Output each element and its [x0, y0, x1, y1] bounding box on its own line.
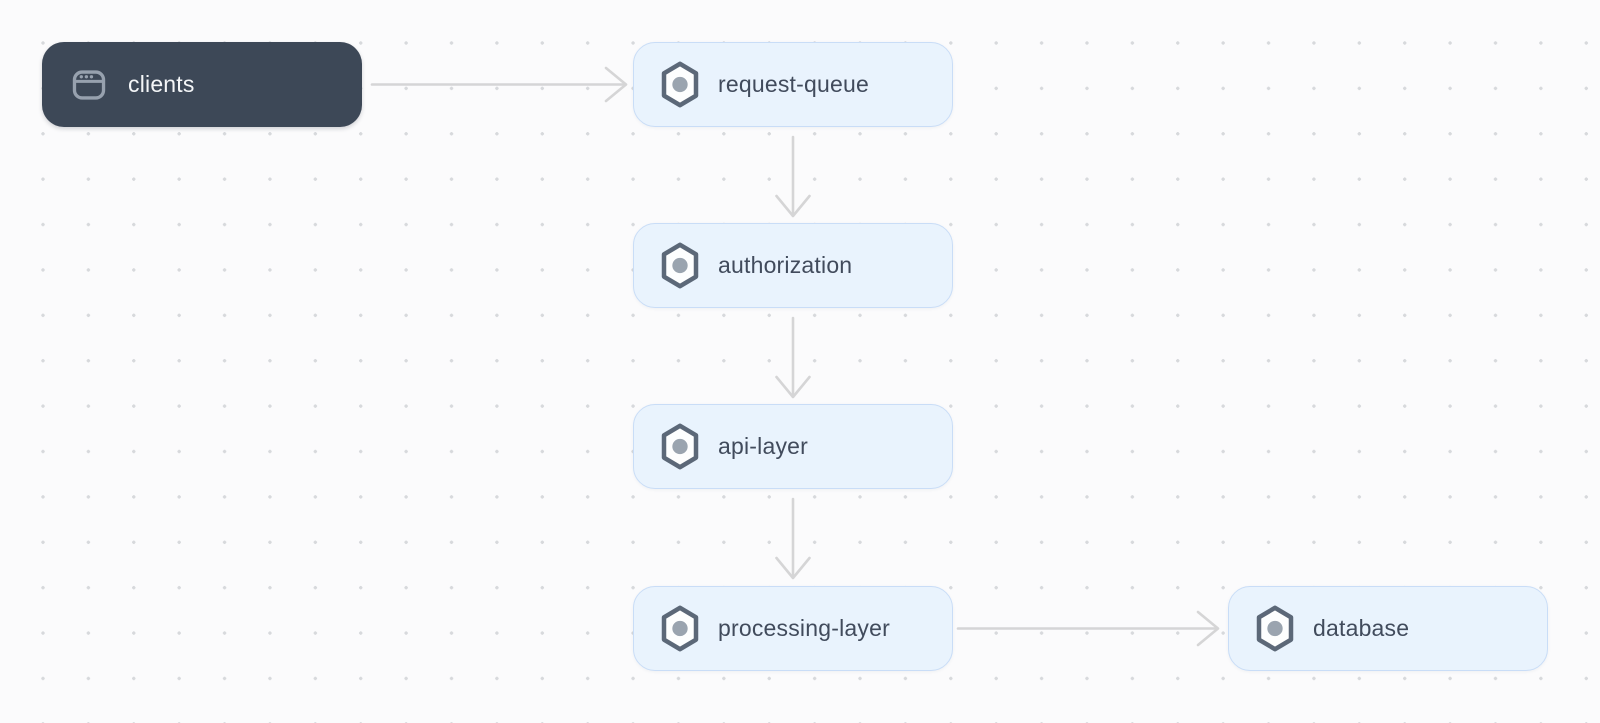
node-label: processing-layer: [718, 615, 890, 641]
hexagon-node-icon: [660, 242, 700, 289]
edge-authorization-to-api-layer: [775, 316, 811, 399]
hexagon-node-icon: [660, 61, 700, 108]
node-authorization[interactable]: authorization: [633, 223, 953, 308]
node-label: authorization: [718, 252, 853, 278]
node-label: request-queue: [718, 71, 869, 97]
edge-clients-to-request-queue: [370, 66, 628, 103]
node-label: api-layer: [718, 433, 809, 459]
browser-window-icon: [68, 64, 110, 106]
hexagon-node-icon: [660, 605, 700, 652]
edge-processing-layer-to-database: [956, 610, 1220, 647]
node-label: database: [1313, 615, 1410, 641]
edge-request-queue-to-authorization: [775, 135, 811, 218]
node-request-queue[interactable]: request-queue: [633, 42, 953, 127]
node-label: clients: [128, 71, 195, 97]
node-processing-layer[interactable]: processing-layer: [633, 586, 953, 671]
node-database[interactable]: database: [1228, 586, 1548, 671]
node-api-layer[interactable]: api-layer: [633, 404, 953, 489]
hexagon-node-icon: [660, 423, 700, 470]
edge-api-layer-to-processing-layer: [775, 497, 811, 580]
node-clients[interactable]: clients: [42, 42, 362, 127]
hexagon-node-icon: [1255, 605, 1295, 652]
